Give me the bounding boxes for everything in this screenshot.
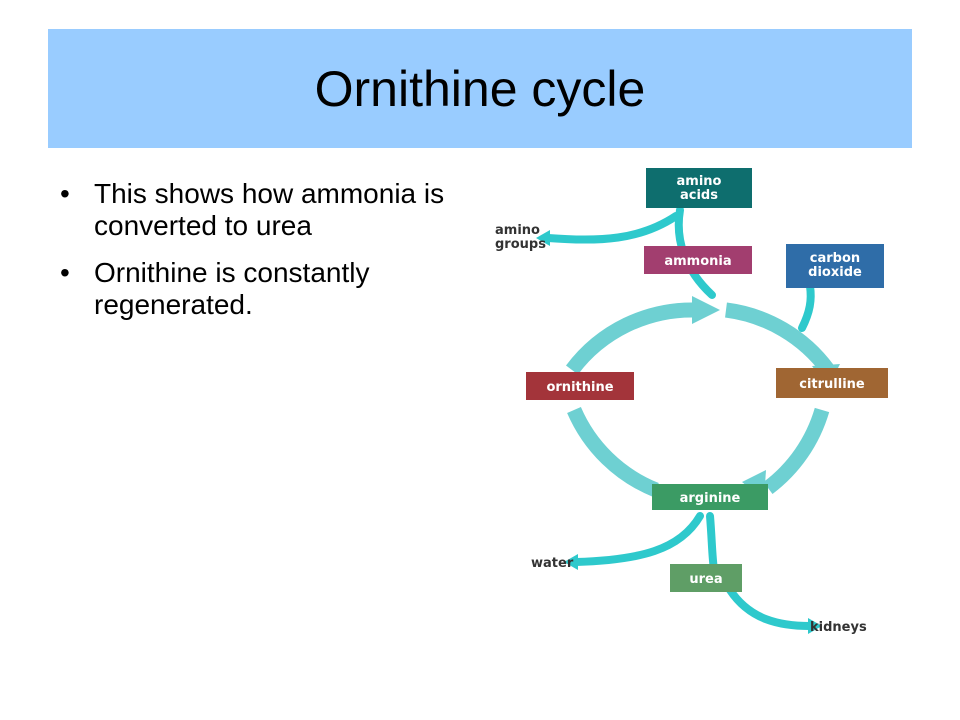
cycle-ring [566,302,835,497]
label-amino-groups-line1: amino [495,223,540,238]
node-amino-acids-box [646,168,752,208]
node-citrulline-label: citrulline [799,377,865,392]
bullet-icon: • [60,178,70,209]
bullet-text: Ornithine is constantly regenerated. [94,257,370,320]
node-ammonia: ammonia [644,246,752,274]
urea-to-kidneys-arrow [726,586,814,630]
cycle-arc-right-top [724,302,835,375]
node-ammonia-label: ammonia [664,254,731,269]
node-carbon-dioxide: carbon dioxide [786,244,884,288]
carbon-dioxide-arrow [798,282,815,332]
node-arginine-label: arginine [680,491,741,506]
node-ornithine-label: ornithine [546,380,613,395]
cycle-svg: amino acids ammonia carbon dioxide ornit… [495,168,888,635]
node-carbon-dioxide-box [786,244,884,288]
ornithine-cycle-diagram: amino acids ammonia carbon dioxide ornit… [480,160,920,640]
bullet-list: • This shows how ammonia is converted to… [60,178,470,336]
node-urea: urea [670,564,742,592]
slide-title: Ornithine cycle [314,60,646,117]
node-ammonia-box [644,246,752,274]
label-amino-groups-line2: groups [495,237,546,252]
bullet-item: • Ornithine is constantly regenerated. [60,257,470,321]
bullet-text: This shows how ammonia is converted to u… [94,178,445,241]
node-amino-acids-line2: acids [680,188,718,203]
node-ornithine: ornithine [526,372,634,400]
node-ornithine-box [526,372,634,400]
node-citrulline: citrulline [776,368,888,398]
label-water: water [531,556,574,571]
bullet-item: • This shows how ammonia is converted to… [60,178,470,242]
cycle-arc-left-bottom [567,406,659,497]
node-citrulline-box [776,368,888,398]
node-urea-box [670,564,742,592]
node-arginine-box [652,484,768,510]
cycle-arc-top-left [566,302,697,375]
label-kidneys: kidneys [810,620,867,635]
amino-to-groups-arrow [544,212,680,244]
cycle-arrowhead-top [692,296,720,324]
arginine-to-water-arrow [572,512,704,566]
bullet-icon: • [60,257,70,288]
node-arginine: arginine [652,484,768,510]
node-carbon-dioxide-line2: dioxide [808,265,862,280]
title-bar: Ornithine cycle [48,29,912,148]
node-carbon-dioxide-line1: carbon [810,251,860,266]
node-amino-acids-line1: amino [677,174,722,189]
arginine-to-urea-arrow [706,512,718,574]
amino-groups-arrowhead [536,230,550,246]
kidneys-arrowhead [808,618,822,634]
node-amino-acids: amino acids [646,168,752,208]
cycle-arc-right-bottom [763,407,830,494]
node-urea-label: urea [689,572,722,587]
water-arrowhead [564,554,578,570]
